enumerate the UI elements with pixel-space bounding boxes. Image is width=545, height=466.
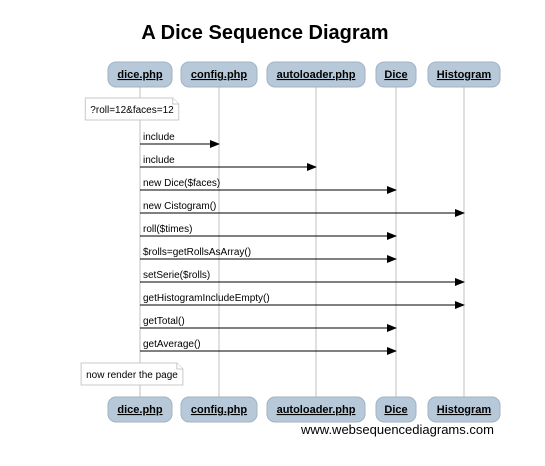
message: new Cistogram() xyxy=(140,201,465,217)
note-fold-icon xyxy=(172,98,179,105)
participant-label: dice.php xyxy=(117,404,163,416)
participant-box xyxy=(427,61,501,88)
message-label: new Dice($faces) xyxy=(143,178,220,189)
message-label: include xyxy=(143,155,175,166)
message: $rolls=getRollsAsArray() xyxy=(140,247,397,263)
note: ?roll=12&faces=12 xyxy=(84,97,180,121)
message: new Dice($faces) xyxy=(140,178,397,194)
message-label: new Cistogram() xyxy=(143,201,216,212)
participant-box xyxy=(427,396,501,423)
participant-top-dice: Dice xyxy=(375,61,417,88)
participant-top-autoloader_php: autoloader.php xyxy=(266,61,366,88)
message: getAverage() xyxy=(140,339,397,355)
participant-bottom-histogram: Histogram xyxy=(427,396,501,423)
diagram-title: A Dice Sequence Diagram xyxy=(141,22,389,44)
watermark-text: www.websequencediagrams.com xyxy=(301,422,494,437)
participant-top-histogram: Histogram xyxy=(427,61,501,88)
participant-top-config_php: config.php xyxy=(180,61,258,88)
participant-box xyxy=(375,396,417,423)
message: include xyxy=(140,155,317,171)
note-box xyxy=(80,362,184,386)
message-label: getTotal() xyxy=(143,316,185,327)
note-box xyxy=(84,97,180,121)
message-label: getHistogramIncludeEmpty() xyxy=(143,293,270,304)
participant-label: Dice xyxy=(384,69,407,81)
note-fold-icon xyxy=(176,363,183,370)
participant-box xyxy=(266,61,366,88)
message: setSerie($rolls) xyxy=(140,270,465,286)
message-label: getAverage() xyxy=(143,339,201,350)
message-label: setSerie($rolls) xyxy=(143,270,210,281)
participant-label: autoloader.php xyxy=(277,69,356,81)
participant-label: autoloader.php xyxy=(277,404,356,416)
message: include xyxy=(140,132,220,148)
participant-bottom-dice_php: dice.php xyxy=(107,396,173,423)
participant-box xyxy=(180,396,258,423)
participant-box xyxy=(107,61,173,88)
note: now render the page xyxy=(80,362,184,386)
participant-label: dice.php xyxy=(117,69,163,81)
participant-box xyxy=(375,61,417,88)
message: getHistogramIncludeEmpty() xyxy=(140,293,465,309)
message-label: roll($times) xyxy=(143,224,192,235)
participant-top-dice_php: dice.php xyxy=(107,61,173,88)
note-label: now render the page xyxy=(86,370,178,381)
participant-bottom-config_php: config.php xyxy=(180,396,258,423)
participant-bottom-dice: Dice xyxy=(375,396,417,423)
message-label: $rolls=getRollsAsArray() xyxy=(143,247,251,258)
message: roll($times) xyxy=(140,224,397,240)
message-label: include xyxy=(143,132,175,143)
participant-box xyxy=(107,396,173,423)
participant-label: config.php xyxy=(191,404,247,416)
note-label: ?roll=12&faces=12 xyxy=(90,105,174,116)
participant-label: Dice xyxy=(384,404,407,416)
participant-label: Histogram xyxy=(437,404,492,416)
participant-label: config.php xyxy=(191,69,247,81)
participant-box xyxy=(266,396,366,423)
participant-bottom-autoloader_php: autoloader.php xyxy=(266,396,366,423)
participant-box xyxy=(180,61,258,88)
participant-label: Histogram xyxy=(437,69,492,81)
message: getTotal() xyxy=(140,316,397,332)
